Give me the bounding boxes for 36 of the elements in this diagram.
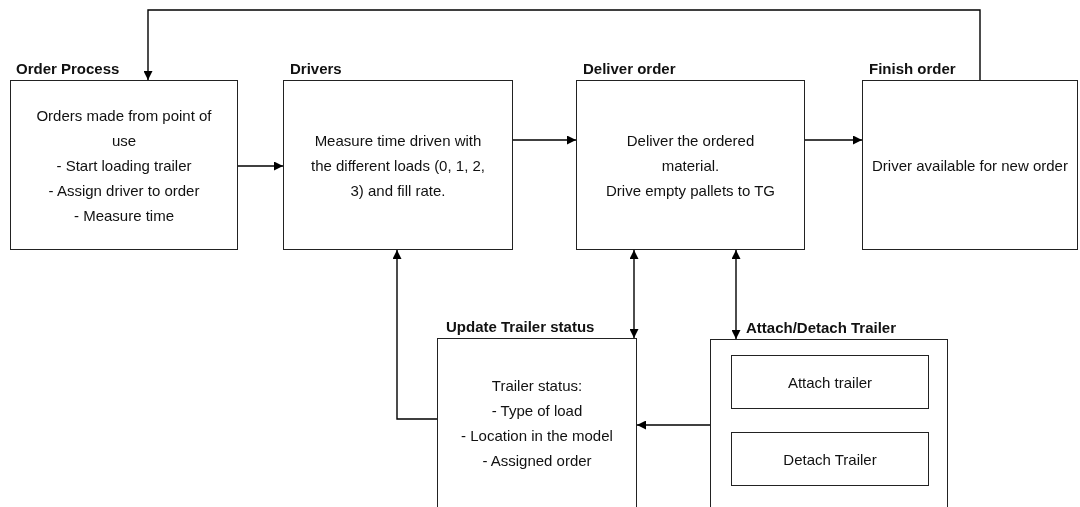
box-text: - Assign driver to order bbox=[48, 180, 200, 201]
box-heading: Deliver order bbox=[583, 60, 676, 78]
sub-process-box bbox=[731, 355, 929, 409]
box-heading: Update Trailer status bbox=[446, 318, 595, 336]
box-text: Detach Trailer bbox=[783, 449, 877, 470]
box-text: - Type of load bbox=[491, 401, 583, 421]
box-text: Trailer status: bbox=[491, 376, 583, 396]
box-text: Measure time driven with the different loads (0, 1, 2, 3) and fill rate. bbox=[310, 130, 486, 201]
arrow bbox=[512, 135, 577, 145]
sub-process-box bbox=[731, 432, 929, 486]
process-box bbox=[283, 80, 513, 250]
box-heading: Attach/Detach Trailer bbox=[746, 319, 897, 337]
arrow bbox=[731, 249, 741, 340]
box-heading: Finish order bbox=[869, 60, 956, 78]
arrow bbox=[392, 249, 438, 420]
arrow bbox=[143, 9, 981, 81]
box-heading: Order Process bbox=[16, 60, 120, 78]
arrow bbox=[804, 135, 863, 145]
arrow bbox=[629, 249, 639, 339]
box-heading: Drivers bbox=[290, 60, 342, 78]
process-box bbox=[10, 80, 238, 250]
box-text: - Assigned order bbox=[482, 451, 592, 471]
process-box bbox=[576, 80, 805, 250]
arrow bbox=[636, 420, 711, 430]
process-box bbox=[710, 339, 948, 507]
arrow bbox=[237, 161, 284, 171]
box-text: Drive empty pallets to TG bbox=[606, 180, 775, 201]
box-text: Attach trailer bbox=[787, 372, 873, 393]
box-text: Orders made from point of use bbox=[35, 105, 213, 151]
box-text: - Location in the model bbox=[461, 426, 613, 446]
box-text: - Start loading trailer bbox=[56, 155, 192, 176]
box-text: - Measure time bbox=[74, 205, 174, 226]
box-text: Driver available for new order bbox=[872, 155, 1068, 176]
box-text: Deliver the ordered material. bbox=[625, 130, 756, 176]
process-box bbox=[862, 80, 1078, 250]
process-box bbox=[437, 338, 637, 507]
